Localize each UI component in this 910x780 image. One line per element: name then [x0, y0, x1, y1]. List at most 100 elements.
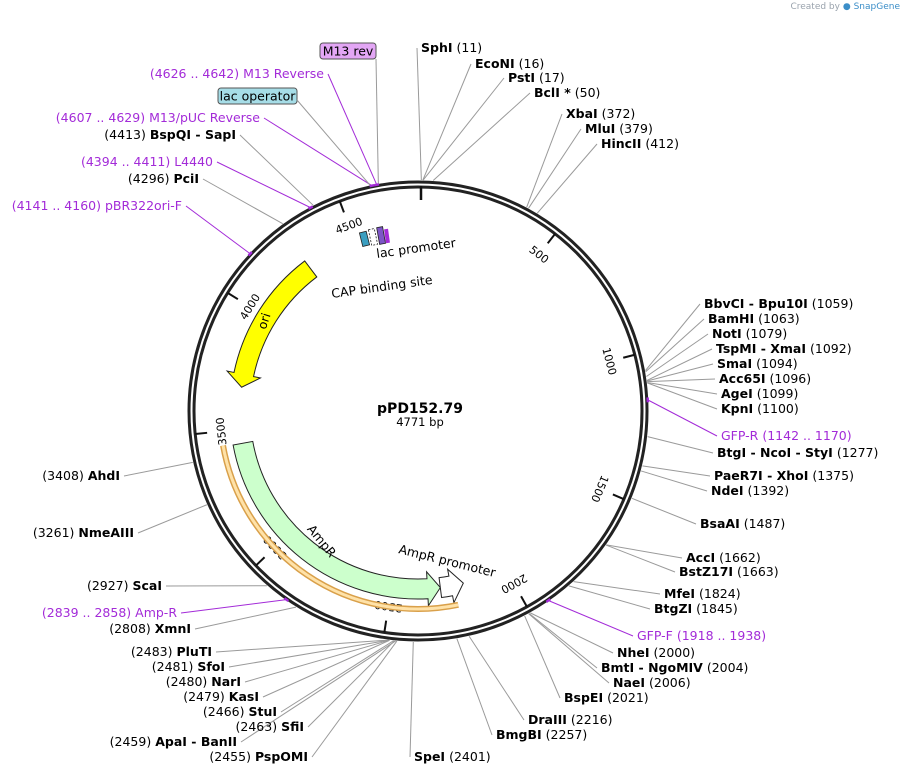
- site-leader-line: [647, 382, 718, 395]
- site-leader-line: [528, 128, 582, 209]
- site-leader-line: [568, 585, 651, 610]
- restriction-site: (2459) ApaI - BanII: [110, 734, 237, 749]
- primer-label: GFP-F (1918 .. 1938): [637, 628, 766, 643]
- ampr-arrow: [232, 440, 441, 608]
- site-leader-line: [524, 615, 561, 699]
- site-name: BsaAI: [700, 516, 740, 531]
- restriction-site: SphI (11): [421, 40, 482, 55]
- ampr-promoter-arrow: [438, 567, 464, 605]
- site-name: Acc65I: [719, 371, 766, 386]
- site-name: BclI *: [534, 85, 571, 100]
- lac-operator-box-bg: [217, 87, 298, 105]
- site-position: (2216): [571, 712, 613, 727]
- site-name: KpnI: [721, 401, 753, 416]
- restriction-site: BsaAI (1487): [700, 516, 785, 531]
- restriction-site: EcoNI (16): [475, 56, 544, 71]
- restriction-site: NaeI (2006): [613, 675, 691, 690]
- primer-leader-line: [263, 117, 373, 187]
- site-separator: -: [791, 445, 805, 460]
- site-name: PstI: [508, 70, 535, 85]
- site-position: (11): [457, 40, 483, 55]
- primer-range: (1142 .. 1170): [762, 428, 851, 443]
- site-leader-line: [647, 378, 716, 383]
- site-leader-line: [646, 363, 714, 382]
- site-name: ScaI: [133, 578, 163, 593]
- primer-leader-line: [647, 399, 718, 437]
- primer-range: (2839 .. 2858): [42, 605, 131, 620]
- restriction-site: MluI (379): [585, 121, 653, 136]
- primer-name: pBR322ori-F: [105, 198, 182, 213]
- site-position: (17): [539, 70, 565, 85]
- site-position: (1092): [810, 341, 852, 356]
- site-name: AccI: [686, 550, 715, 565]
- site-name: SmaI: [717, 356, 752, 371]
- restriction-site: Acc65I (1096): [719, 371, 811, 386]
- site-position: (4296): [128, 171, 170, 186]
- primer-range: (4607 .. 4629): [56, 110, 145, 125]
- restriction-site: (4296) PciI: [128, 171, 199, 186]
- site-name: XmaI: [770, 341, 806, 356]
- scale-tick-mark: [546, 233, 556, 244]
- site-position: (2466): [203, 704, 245, 719]
- site-name: DraIII: [528, 712, 567, 727]
- site-leader-line: [536, 143, 598, 214]
- lac-operator-box-label: lac operator: [217, 87, 298, 105]
- backbone-outer: [187, 180, 649, 642]
- site-leader-line: [307, 640, 395, 728]
- cap-binding-site-box: [358, 230, 371, 248]
- site-leader-line: [422, 77, 505, 181]
- site-name: PaeR7I: [714, 468, 763, 483]
- site-leader-line: [646, 333, 709, 377]
- primer-range: (4394 .. 4411): [81, 154, 170, 169]
- lac-region: lac promoter CAP binding site: [330, 226, 457, 301]
- site-name: PluTI: [176, 644, 212, 659]
- restriction-site: BbvCI - Bpu10I (1059): [704, 296, 853, 311]
- snapgene-credit: Created by ● SnapGene: [790, 2, 900, 12]
- scale-tick-mark: [383, 620, 388, 633]
- plasmid-length: 4771 bp: [396, 415, 444, 429]
- site-leader-line: [240, 640, 396, 743]
- restriction-site: (2808) XmnI: [109, 621, 191, 636]
- primer-name: M13/pUC Reverse: [149, 110, 260, 125]
- site-leader-line: [530, 612, 614, 654]
- lac-operator-box-text: lac operator: [220, 89, 297, 104]
- site-name: AgeI: [721, 386, 753, 401]
- restriction-site: NotI (1079): [712, 326, 787, 341]
- site-leader-line: [409, 641, 414, 758]
- site-leader-line: [416, 47, 422, 181]
- scale-tick-label: 3500: [214, 417, 230, 446]
- site-position: (372): [602, 106, 636, 121]
- m13rev-box: M13 rev: [319, 42, 377, 60]
- site-leader-line: [605, 544, 676, 573]
- site-name: PspOMI: [255, 749, 308, 764]
- lac-promoter-box: [376, 226, 386, 245]
- site-position: (1663): [737, 564, 779, 579]
- site-name: Bpu10I: [758, 296, 807, 311]
- scale-tick-mark: [255, 556, 266, 567]
- scale-tick-label: 500: [527, 243, 552, 266]
- site-leader-line: [647, 382, 718, 410]
- site-position: (3408): [42, 468, 84, 483]
- site-leader-line: [526, 113, 563, 208]
- site-position: (1375): [812, 468, 854, 483]
- primer-name: Amp-R: [135, 605, 177, 620]
- site-separator: -: [744, 296, 758, 311]
- site-position: (2401): [449, 749, 491, 764]
- site-leader-line: [202, 178, 283, 225]
- restriction-site: HincII (412): [601, 136, 679, 151]
- scale-tick-mark: [195, 431, 208, 436]
- restriction-site: NdeI (1392): [711, 483, 789, 498]
- credit-brand: SnapGene: [853, 2, 900, 12]
- site-position: (1392): [748, 483, 790, 498]
- site-name: NdeI: [711, 483, 744, 498]
- primer-leader-line: [185, 205, 251, 255]
- site-position: (2483): [131, 644, 173, 659]
- restriction-site: NheI (2000): [617, 645, 695, 660]
- site-leader-line: [606, 544, 683, 559]
- site-name: BstZ17I: [679, 564, 733, 579]
- primer-label: (4141 .. 4160) pBR322ori-F: [12, 198, 182, 213]
- site-name: AhdI: [88, 468, 120, 483]
- site-position: (2480): [166, 674, 208, 689]
- m13rev-box-text: M13 rev: [323, 44, 374, 59]
- site-position: (2021): [607, 690, 649, 705]
